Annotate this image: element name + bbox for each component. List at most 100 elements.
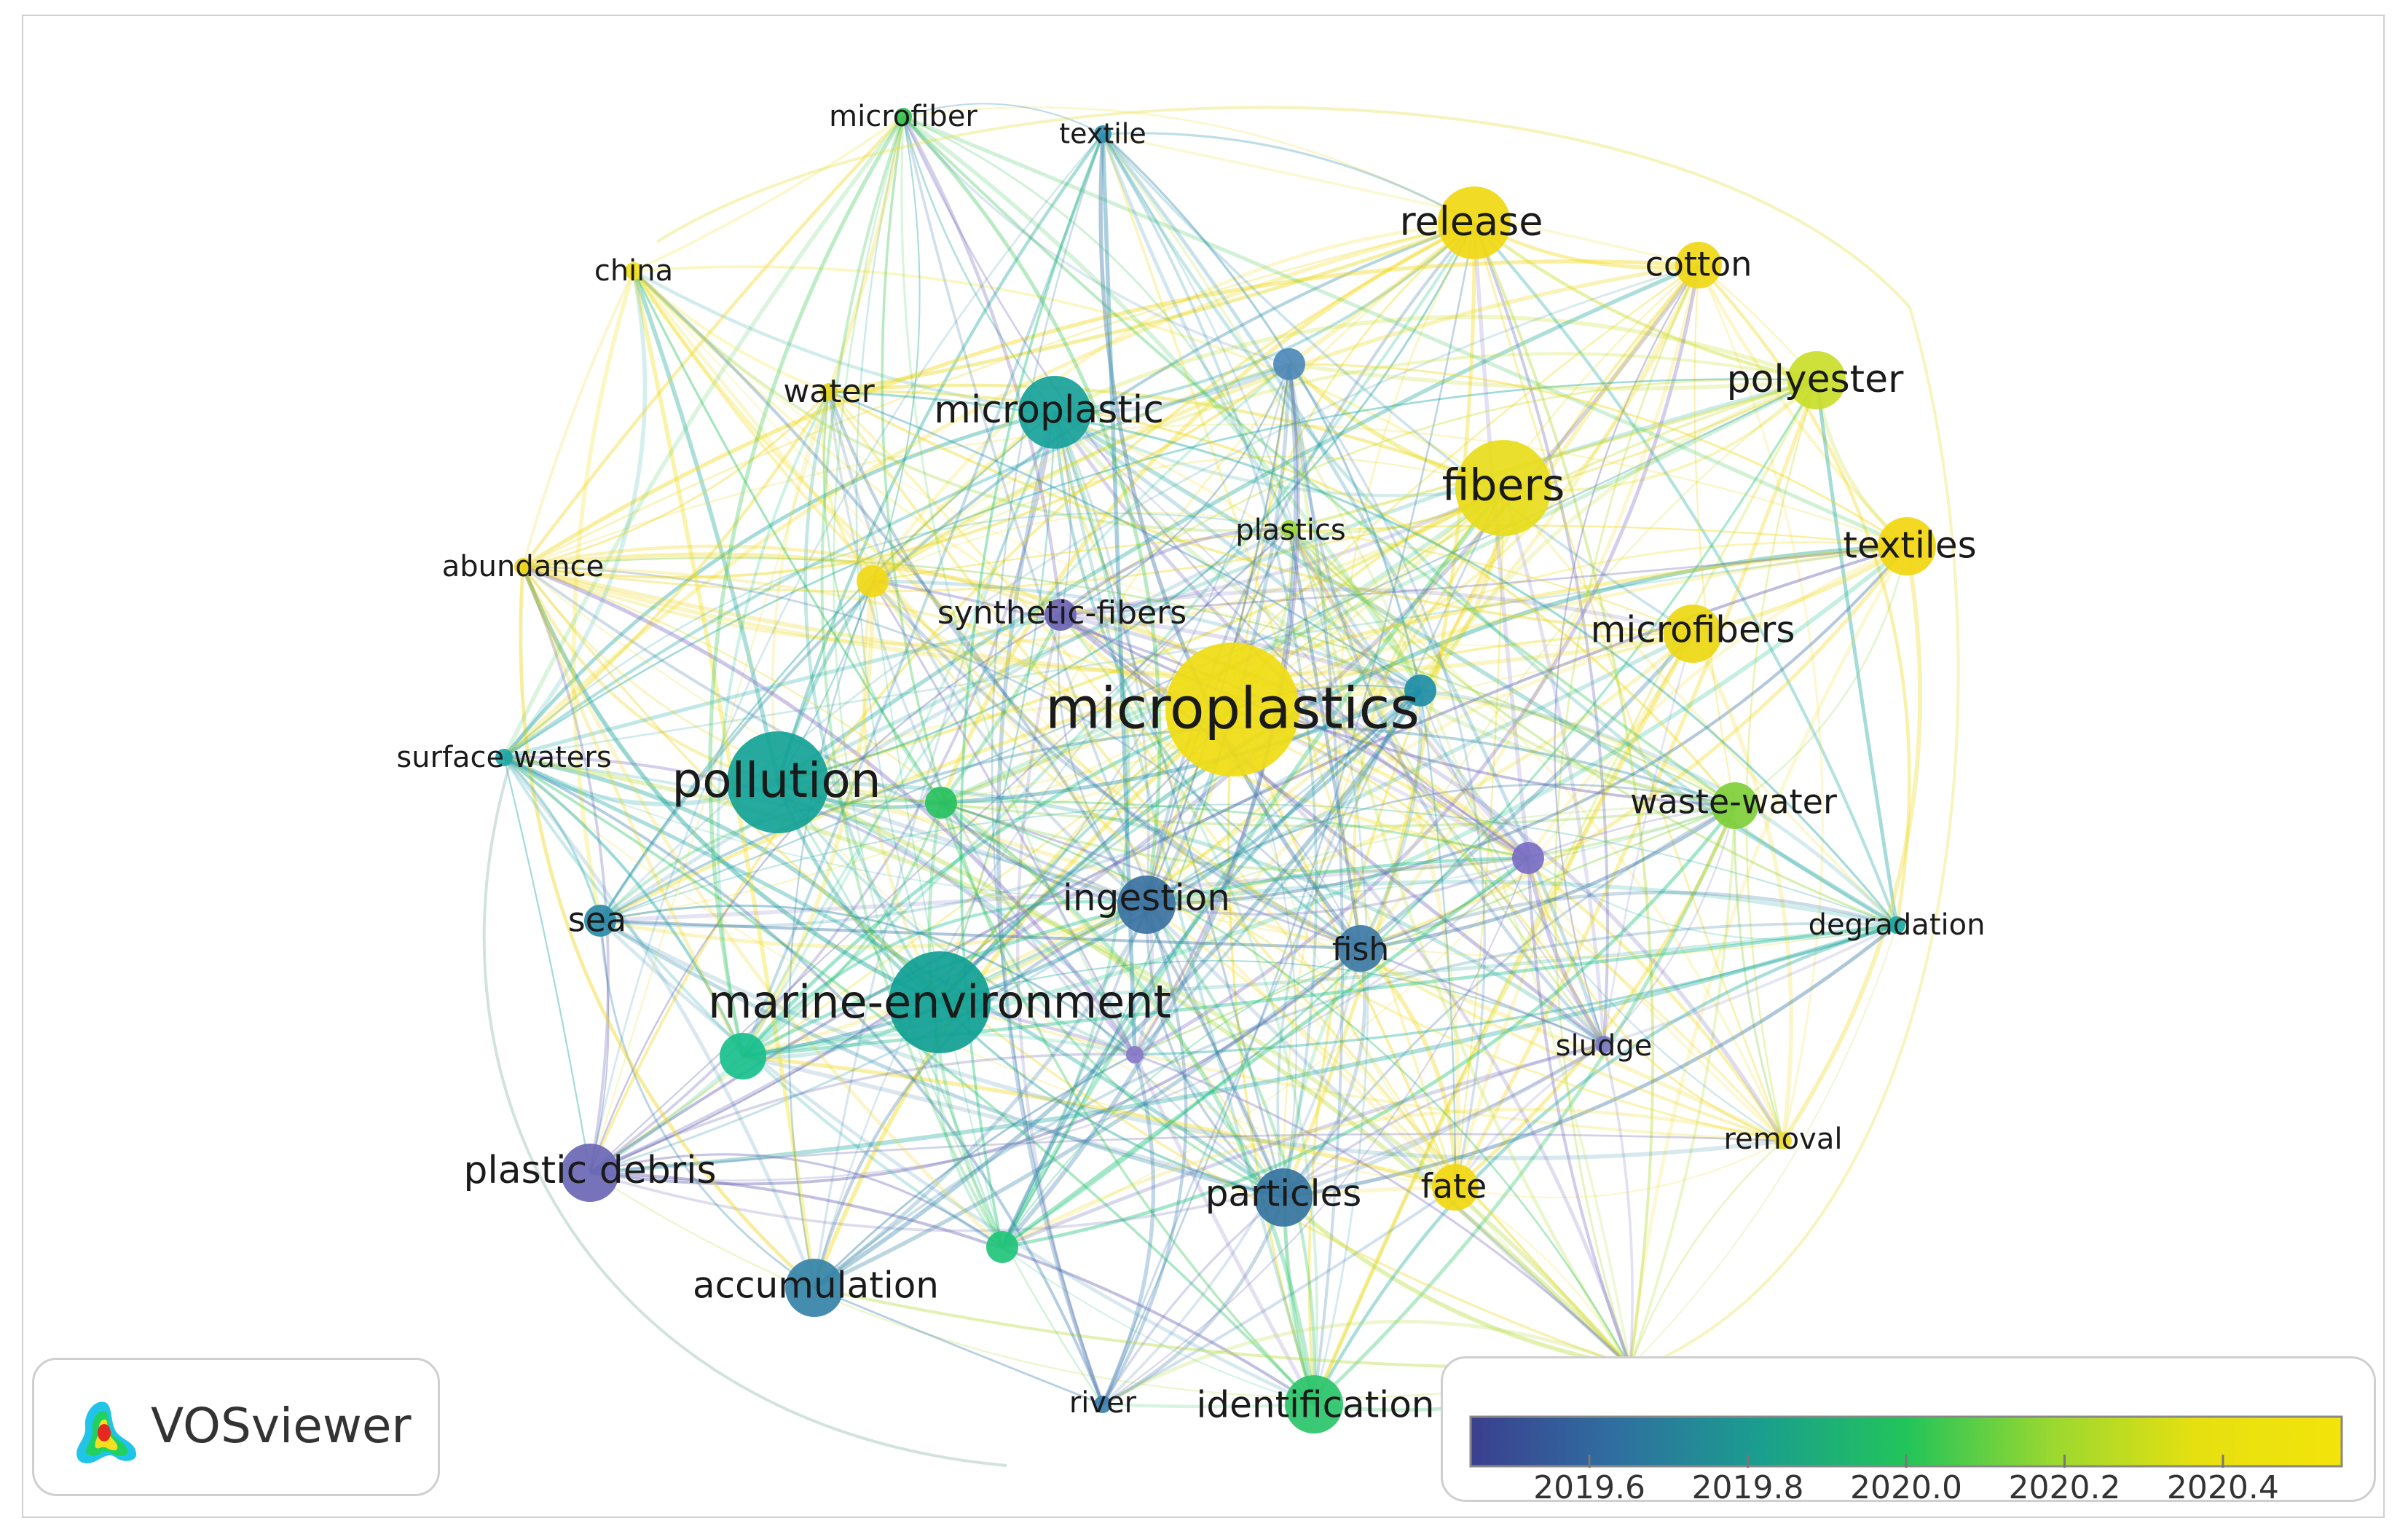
node-river[interactable] — [1094, 1396, 1111, 1413]
label-release[interactable]: release — [1400, 199, 1543, 245]
edge — [902, 114, 1908, 548]
edge — [1693, 264, 1736, 806]
edge — [1527, 804, 1736, 860]
edge — [502, 115, 905, 759]
label-surface-waters[interactable]: surface waters — [396, 741, 611, 774]
label-synthetic-fibers[interactable]: synthetic-fibers — [937, 594, 1187, 632]
label-microplastic[interactable]: microplastic — [934, 388, 1164, 432]
node-polyester[interactable] — [1787, 351, 1846, 409]
edge — [1603, 805, 1736, 1045]
node-abundance[interactable] — [514, 558, 532, 575]
edge — [1052, 412, 1362, 950]
node-fate[interactable] — [1432, 1164, 1479, 1211]
edge — [902, 115, 1162, 905]
edge — [1000, 487, 1506, 1248]
edge — [1101, 133, 1318, 1198]
network-map[interactable]: microplastics fibers microplastic pollution… — [23, 16, 2386, 1519]
label-marine-environment[interactable]: marine-environment — [708, 975, 1171, 1028]
edge — [902, 106, 1475, 224]
label-textile[interactable]: textile — [1059, 118, 1146, 150]
node-unl-6[interactable] — [720, 1033, 766, 1079]
label-fate[interactable]: fate — [1421, 1167, 1487, 1206]
label-river[interactable]: river — [1069, 1386, 1137, 1420]
label-textiles[interactable]: textiles — [1843, 524, 1976, 567]
node-degradation[interactable] — [1888, 916, 1905, 934]
node-accumulation[interactable] — [785, 1259, 843, 1317]
node-microplastic[interactable] — [1018, 376, 1091, 449]
edge — [741, 802, 943, 1058]
node-surface-waters[interactable] — [495, 749, 513, 766]
edge — [1288, 527, 1422, 691]
label-waste-water[interactable]: waste-water — [1630, 782, 1837, 822]
label-particles[interactable]: particles — [1205, 1173, 1362, 1215]
node-unl-1[interactable] — [1273, 348, 1305, 380]
node-microplastics[interactable] — [1165, 642, 1299, 776]
label-identification[interactable]: identification — [1197, 1384, 1435, 1426]
label-fibers[interactable]: fibers — [1442, 460, 1565, 511]
node-fish[interactable] — [1337, 925, 1384, 972]
node-synthetic-fibers[interactable] — [1044, 599, 1077, 631]
label-accumulation[interactable]: accumulation — [693, 1264, 939, 1307]
edge — [741, 707, 1233, 1058]
label-microfiber[interactable]: microfiber — [829, 100, 977, 133]
edge — [1052, 411, 1736, 808]
node-particles[interactable] — [1254, 1168, 1313, 1227]
edge — [599, 856, 1529, 923]
edge — [482, 758, 1007, 1467]
label-degradation[interactable]: degradation — [1809, 908, 1986, 942]
label-plastics[interactable]: plastics — [1235, 514, 1345, 547]
edge — [589, 1053, 1136, 1174]
label-fish[interactable]: fish — [1332, 931, 1390, 968]
node-water[interactable] — [820, 383, 838, 401]
label-polyester[interactable]: polyester — [1727, 358, 1905, 401]
label-removal[interactable]: removal — [1724, 1122, 1843, 1156]
edge — [522, 115, 905, 568]
node-release[interactable] — [1438, 186, 1511, 259]
edge — [1455, 1140, 1784, 1199]
node-unl-3[interactable] — [1404, 674, 1436, 707]
edge — [940, 378, 1818, 805]
node-china[interactable] — [625, 262, 642, 280]
edge — [1101, 133, 1606, 1045]
edge — [589, 1043, 1605, 1232]
node-pollution[interactable] — [727, 731, 829, 833]
node-unl-2[interactable] — [857, 565, 889, 597]
edge — [522, 391, 830, 568]
node-sludge[interactable] — [1595, 1036, 1613, 1053]
label-microfibers[interactable]: microfibers — [1591, 609, 1795, 651]
label-sludge[interactable]: sludge — [1556, 1029, 1653, 1063]
node-sea[interactable] — [584, 905, 616, 937]
edge — [1133, 632, 1693, 1056]
edge — [771, 391, 830, 783]
label-microplastics[interactable]: microplastics — [1045, 676, 1420, 742]
node-unl-5[interactable] — [1512, 842, 1544, 874]
node-unl-8[interactable] — [986, 1231, 1018, 1263]
edge — [776, 133, 1104, 783]
node-ingestion[interactable] — [1117, 876, 1176, 934]
node-plastic-debris[interactable] — [561, 1144, 619, 1202]
label-cotton[interactable]: cotton — [1645, 245, 1752, 284]
label-water[interactable]: water — [783, 373, 875, 410]
node-microfibers[interactable] — [1664, 605, 1722, 663]
node-fibers[interactable] — [1455, 440, 1551, 536]
node-unl-4[interactable] — [925, 787, 957, 819]
node-cotton[interactable] — [1675, 242, 1722, 288]
label-pollution[interactable]: pollution — [672, 752, 881, 809]
label-abundance[interactable]: abundance — [442, 550, 604, 583]
label-sea[interactable]: sea — [568, 900, 626, 940]
edge — [1313, 923, 1897, 1406]
label-china[interactable]: china — [594, 254, 673, 288]
node-removal[interactable] — [1774, 1132, 1792, 1149]
node-textiles[interactable] — [1878, 517, 1936, 575]
node-waste-water[interactable] — [1712, 782, 1758, 829]
label-plastic-debris[interactable]: plastic debris — [463, 1149, 716, 1192]
edge — [599, 221, 1475, 922]
node-identification[interactable] — [1285, 1375, 1343, 1433]
node-textile[interactable] — [1094, 125, 1111, 143]
node-plastics[interactable] — [1280, 520, 1298, 538]
label-ingestion[interactable]: ingestion — [1063, 877, 1230, 919]
node-unl-7[interactable] — [1126, 1046, 1144, 1063]
edge — [1002, 709, 1234, 1248]
node-marine-environment[interactable] — [889, 951, 991, 1053]
node-microfiber[interactable] — [894, 108, 912, 125]
